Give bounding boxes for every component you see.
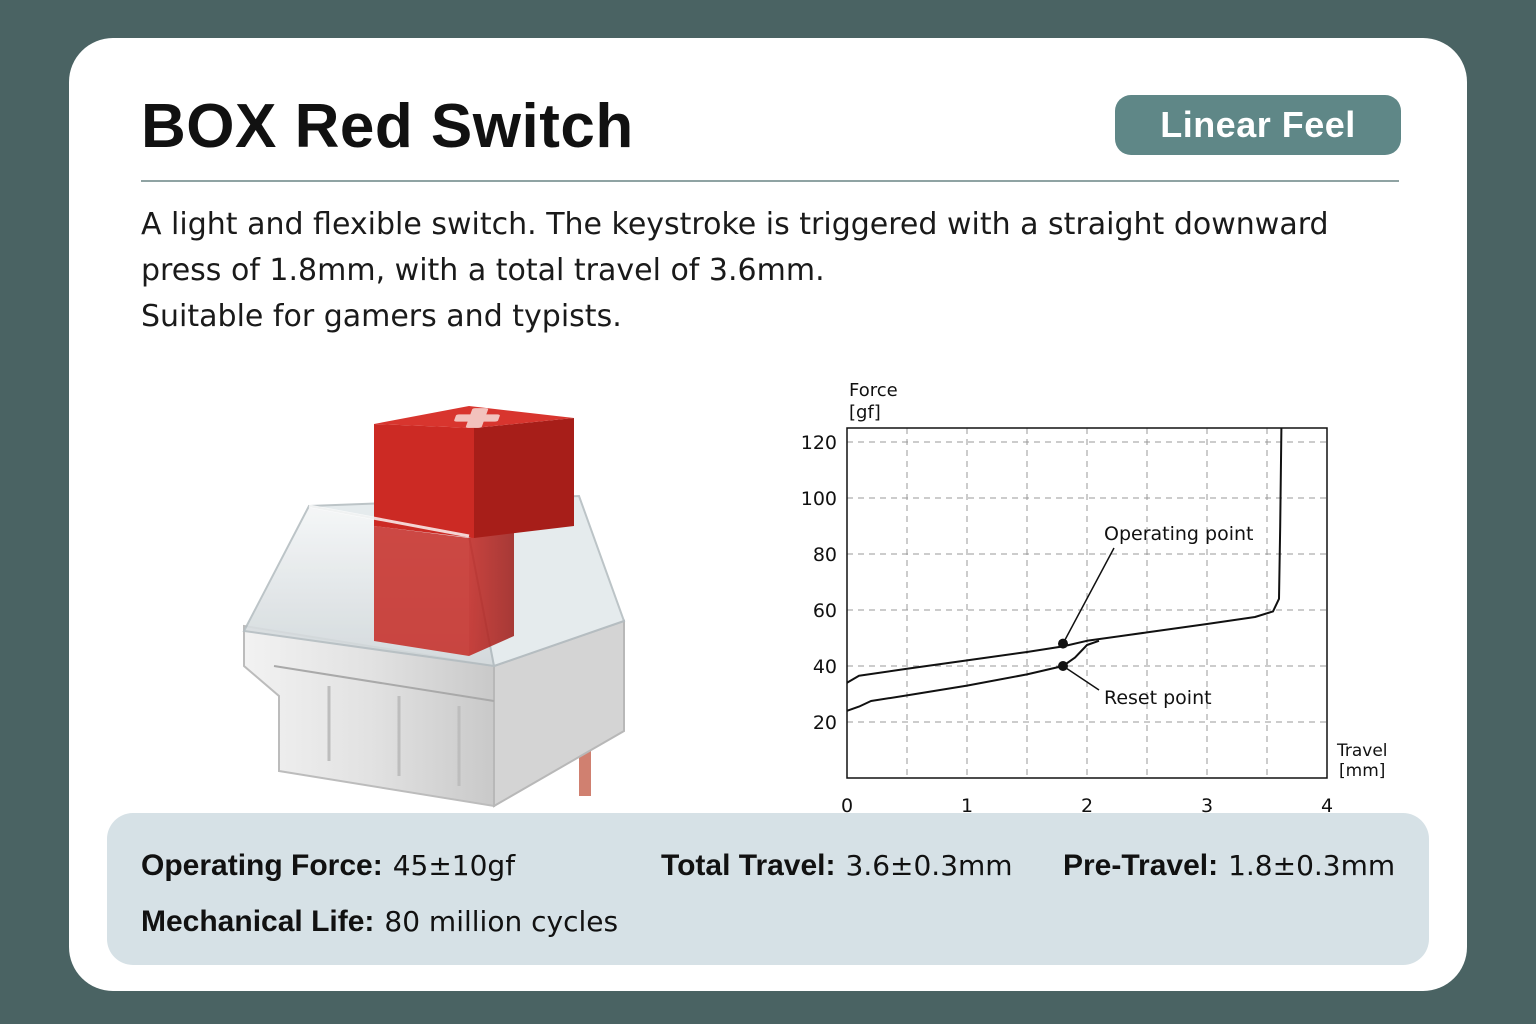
series-line-2	[846, 639, 1100, 712]
spec-label: Pre-Travel:	[1063, 849, 1219, 882]
spec-panel: Operating Force: 45±10gf Total Travel: 3.6…	[107, 813, 1429, 965]
spec-total-travel: Total Travel: 3.6±0.3mm	[661, 849, 1013, 883]
x-tick-label: 2	[1081, 795, 1093, 817]
y-tick-label: 120	[801, 432, 837, 454]
description-line-3: Suitable for gamers and typists.	[141, 299, 622, 334]
spec-mechanical-life: Mechanical Life: 80 million cycles	[141, 905, 618, 939]
spec-label: Mechanical Life:	[141, 905, 375, 938]
x-axis-label: Travel	[1336, 741, 1388, 761]
feel-badge: Linear Feel	[1115, 95, 1401, 155]
y-tick-label: 40	[813, 656, 837, 678]
page-title: BOX Red Switch	[141, 92, 634, 161]
operating-point-label: Operating point	[1104, 523, 1254, 545]
spec-label: Operating Force:	[141, 849, 383, 882]
spec-value: 1.8±0.3mm	[1228, 849, 1396, 882]
product-card: BOX Red Switch Linear Feel A light and f…	[69, 38, 1467, 991]
reset-point-leader	[1062, 665, 1100, 691]
spec-value: 45±10gf	[392, 849, 516, 882]
spec-value: 3.6±0.3mm	[845, 849, 1013, 882]
series-line-1	[846, 427, 1283, 684]
y-tick-label: 20	[813, 712, 837, 734]
spec-pre-travel: Pre-Travel: 1.8±0.3mm	[1063, 849, 1395, 883]
x-tick-label: 4	[1321, 795, 1333, 817]
reset-point-label: Reset point	[1104, 687, 1212, 709]
y-axis-unit: [gf]	[849, 402, 881, 423]
y-tick-label: 60	[813, 600, 837, 622]
x-tick-label: 0	[841, 795, 853, 817]
y-axis-label: Force	[849, 380, 898, 401]
force-travel-chart: 20 40 60 80 100 120 0 1 2 3 4 Operating pointRese…	[801, 380, 1388, 817]
x-tick-label: 1	[961, 795, 973, 817]
description-line-1: A light and flexible switch. The keystro…	[141, 207, 1329, 242]
operating-point-leader	[1062, 547, 1115, 644]
x-tick-label: 3	[1201, 795, 1213, 817]
title-divider	[141, 180, 1399, 182]
y-tick-label: 80	[813, 544, 837, 566]
chart-grid	[847, 428, 1327, 778]
mechanical-switch-icon	[242, 406, 626, 808]
y-tick-label: 100	[801, 488, 837, 510]
spec-operating-force: Operating Force: 45±10gf	[141, 849, 515, 883]
description: A light and flexible switch. The keystro…	[141, 202, 1381, 340]
x-axis-unit: [mm]	[1339, 761, 1385, 781]
description-line-2: press of 1.8mm, with a total travel of 3…	[141, 253, 825, 288]
spec-label: Total Travel:	[661, 849, 836, 882]
plot-frame	[846, 427, 1328, 779]
spec-value: 80 million cycles	[384, 905, 619, 938]
